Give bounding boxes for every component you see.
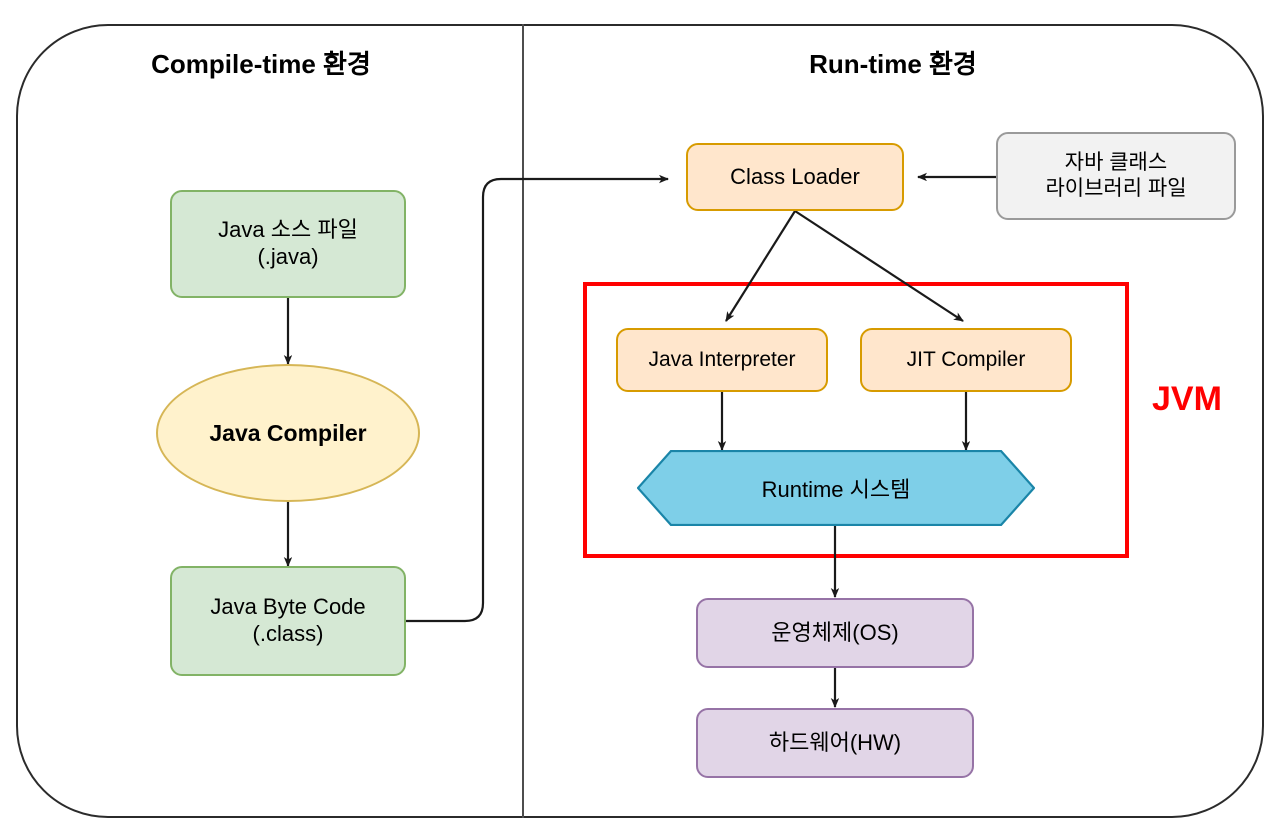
node-java-compiler[interactable]: Java Compiler xyxy=(156,364,420,502)
section-divider xyxy=(522,24,524,818)
node-java-interpreter[interactable]: Java Interpreter xyxy=(616,328,828,392)
node-runtime-system-label: Runtime 시스템 xyxy=(761,477,911,502)
node-runtime-system[interactable]: Runtime 시스템 xyxy=(637,450,1035,526)
node-jit-compiler[interactable]: JIT Compiler xyxy=(860,328,1072,392)
node-hardware[interactable]: 하드웨어(HW) xyxy=(696,708,974,778)
node-class-library[interactable]: 자바 클래스 라이브러리 파일 xyxy=(996,132,1236,220)
hexagon-shape xyxy=(637,450,1035,526)
node-class-loader[interactable]: Class Loader xyxy=(686,143,904,211)
jvm-label: JVM xyxy=(1152,380,1222,418)
node-java-bytecode[interactable]: Java Byte Code (.class) xyxy=(170,566,406,676)
compile-time-title: Compile-time 환경 xyxy=(151,49,371,79)
outer-frame xyxy=(16,24,1264,818)
node-operating-system[interactable]: 운영체제(OS) xyxy=(696,598,974,668)
node-java-source[interactable]: Java 소스 파일 (.java) xyxy=(170,190,406,298)
runtime-title: Run-time 환경 xyxy=(809,49,977,79)
